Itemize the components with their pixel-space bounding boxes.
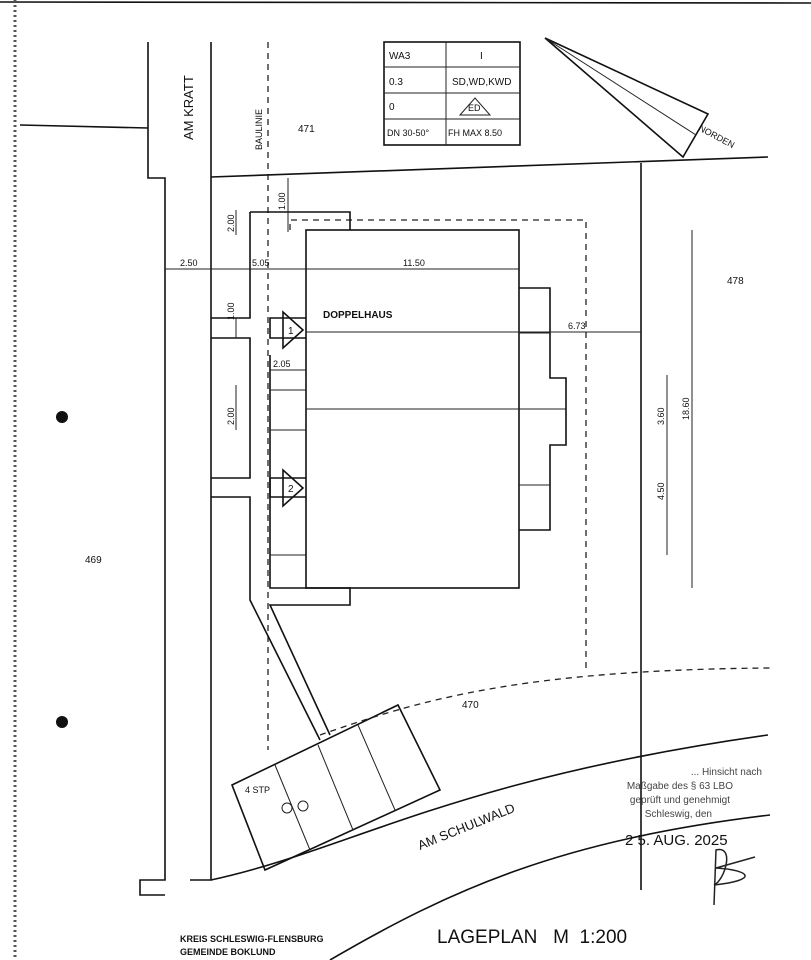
dimension-label: 11.50 xyxy=(403,258,425,268)
dimension-lines xyxy=(165,178,693,588)
entrance-marker-1: 1 xyxy=(288,326,294,337)
zoning-table: WA3 I 0.3 SD,WD,KWD 0 ED DN 30-50° FH MA… xyxy=(383,41,521,146)
entrance-marker-icon xyxy=(282,310,305,350)
entrance-marker-icon xyxy=(282,468,305,508)
entrance-marker-2: 2 xyxy=(288,484,294,495)
dimension-label: 2.05 xyxy=(273,359,291,369)
dimension-label: 3.60 xyxy=(656,407,666,425)
table-cell: FH MAX 8.50 xyxy=(448,128,502,138)
driveway xyxy=(211,211,351,741)
stamp-line: Schleswig, den xyxy=(645,809,712,820)
table-cell: I xyxy=(480,51,483,62)
street-label-am-schulwald: AM SCHULWALD xyxy=(416,800,517,853)
plan-title: LAGEPLAN M 1:200 xyxy=(437,927,627,948)
north-label: NORDEN xyxy=(697,123,736,150)
baulinie-label: BAULINIE xyxy=(254,109,264,150)
punch-hole xyxy=(56,716,68,728)
dimension-label: 1.00 xyxy=(226,302,236,320)
parcel-471: 471 xyxy=(298,124,315,135)
punch-hole xyxy=(56,411,68,423)
road-am-schulwald xyxy=(210,667,771,960)
table-cell: ED xyxy=(468,103,481,113)
dimension-label: 4.50 xyxy=(656,482,666,500)
north-arrow-icon xyxy=(544,37,710,159)
stamp-date: 2 5. AUG. 2025 xyxy=(625,832,728,849)
parcel-469: 469 xyxy=(85,555,102,566)
ed-triangle-icon xyxy=(458,97,492,116)
table-cell: WA3 xyxy=(389,51,411,62)
dimension-label: 2.00 xyxy=(226,214,236,232)
building-footprint xyxy=(289,219,587,670)
table-cell: SD,WD,KWD xyxy=(452,77,511,88)
building-label: DOPPELHAUS xyxy=(323,310,393,321)
parcel-478: 478 xyxy=(727,276,744,287)
table-cell: 0.3 xyxy=(389,77,403,88)
approval-stamp: ... Hinsicht nach Maßgabe des § 63 LBO g… xyxy=(625,767,762,906)
parking-label: 4 STP xyxy=(245,785,270,795)
stamp-line: geprüft und genehmigt xyxy=(630,795,730,806)
plot-boundary-north xyxy=(210,156,769,178)
district-label: KREIS SCHLESWIG-FLENSBURG xyxy=(180,934,324,944)
dimension-label: 2.00 xyxy=(226,407,236,425)
dimension-label: 5.05 xyxy=(252,258,270,268)
street-label-am-kratt: AM KRATT xyxy=(181,75,196,140)
municipality-label: GEMEINDE BOKLUND xyxy=(180,947,276,957)
signature xyxy=(713,848,756,906)
parking-spaces xyxy=(230,703,442,872)
dimension-label: 2.50 xyxy=(180,258,198,268)
parcel-470: 470 xyxy=(462,700,479,711)
stamp-line: Maßgabe des § 63 LBO xyxy=(627,781,733,792)
dimension-label: 6.73 xyxy=(568,321,586,331)
table-cell: DN 30-50° xyxy=(387,128,430,138)
road-am-kratt xyxy=(19,42,212,896)
dimension-label: 18.60 xyxy=(681,397,691,420)
table-cell: 0 xyxy=(389,102,395,113)
scan-edge-top xyxy=(0,1,811,4)
dimension-label: 1.00 xyxy=(277,192,287,210)
stamp-line: ... Hinsicht nach xyxy=(691,767,762,778)
